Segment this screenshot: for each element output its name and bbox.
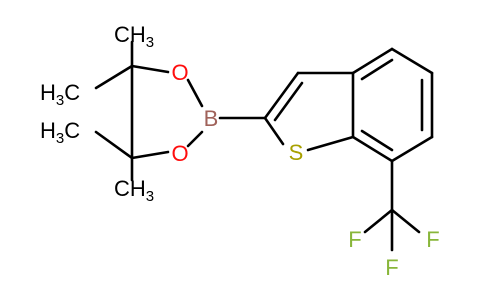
atom-fluorine-left: F (348, 227, 361, 252)
bond-c4-c5 (390, 47, 434, 75)
bond-c7-c7a-double (360, 129, 394, 152)
bonds (94, 40, 434, 252)
atom-sulfur: S (289, 140, 304, 165)
bond-c1-h3c-left (94, 64, 134, 90)
bond-c2-s (263, 116, 285, 146)
bond-cf3-f-left (363, 208, 394, 234)
bond-o1-b (186, 78, 204, 108)
atom-oxygen-bottom: O (171, 141, 188, 166)
methyl-top-left: H3C (40, 80, 80, 109)
bond-c2-c3 (263, 71, 300, 120)
bond-cf3-f-right (390, 208, 421, 234)
bond-c1-o1 (130, 64, 170, 74)
bond-s-c7a (306, 135, 355, 152)
atom-labels: O O B S F F F CH3 H3C H3C CH3 (40, 22, 440, 280)
bond-c6-c7 (390, 135, 434, 163)
methyl-bottom-right: CH3 (114, 176, 154, 205)
methyl-top-right: CH3 (114, 22, 154, 51)
methyl-bottom-left: H3C (40, 118, 80, 147)
bond-c2-c3-double (273, 81, 304, 122)
bond-o2-c2 (130, 150, 170, 160)
bond-c3a-c4-double (360, 58, 394, 81)
bond-c7-c7a (351, 135, 394, 163)
atom-fluorine-right: F (426, 227, 439, 252)
bond-b-o2 (186, 130, 204, 148)
bond-c3a-c4 (351, 47, 394, 75)
atom-boron: B (204, 106, 219, 131)
atom-oxygen-top: O (171, 60, 188, 85)
atom-fluorine-bottom: F (385, 255, 398, 280)
bond-c2-h3c-left (94, 130, 134, 160)
